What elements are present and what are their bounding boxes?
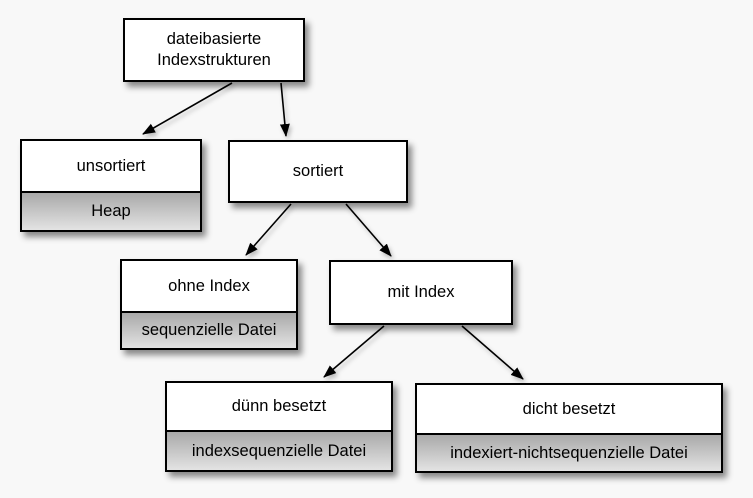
edge-sortiert-mit-index	[345, 203, 392, 257]
node-dicht-besetzt: dicht besetzt indexiert-nichtsequenziell…	[415, 383, 723, 473]
node-label: ohne Index	[168, 276, 250, 295]
node-sublabel: sequenzielle Datei	[122, 311, 296, 348]
node-duenn-besetzt: dünn besetzt indexsequenzielle Datei	[165, 381, 393, 472]
node-sublabel: Heap	[22, 191, 200, 230]
node-unsortiert: unsortiert Heap	[20, 139, 202, 232]
edge-root-unsortiert	[142, 82, 233, 135]
node-sortiert: sortiert	[228, 140, 408, 203]
node-sublabel: indexiert-nichtsequenzielle Datei	[417, 433, 721, 471]
edge-root-sortiert	[279, 82, 290, 137]
edge-sortiert-ohne-index	[245, 203, 292, 256]
node-sublabel: indexsequenzielle Datei	[167, 430, 391, 470]
node-mit-index: mit Index	[329, 260, 513, 325]
node-label: dicht besetzt	[522, 399, 616, 418]
node-label: unsortiert	[76, 156, 146, 175]
node-label: dünn besetzt	[231, 397, 327, 415]
node-label: dateibasierte Indexstrukturen	[157, 30, 271, 69]
node-label: mit Index	[387, 283, 455, 301]
node-label: sortiert	[292, 162, 344, 180]
node-ohne-index: ohne Index sequenzielle Datei	[120, 259, 298, 350]
edge-mit-index-duenn	[323, 325, 385, 378]
edge-mit-index-dicht	[461, 325, 524, 380]
node-dateibasierte-indexstrukturen: dateibasierte Indexstrukturen	[123, 18, 305, 82]
